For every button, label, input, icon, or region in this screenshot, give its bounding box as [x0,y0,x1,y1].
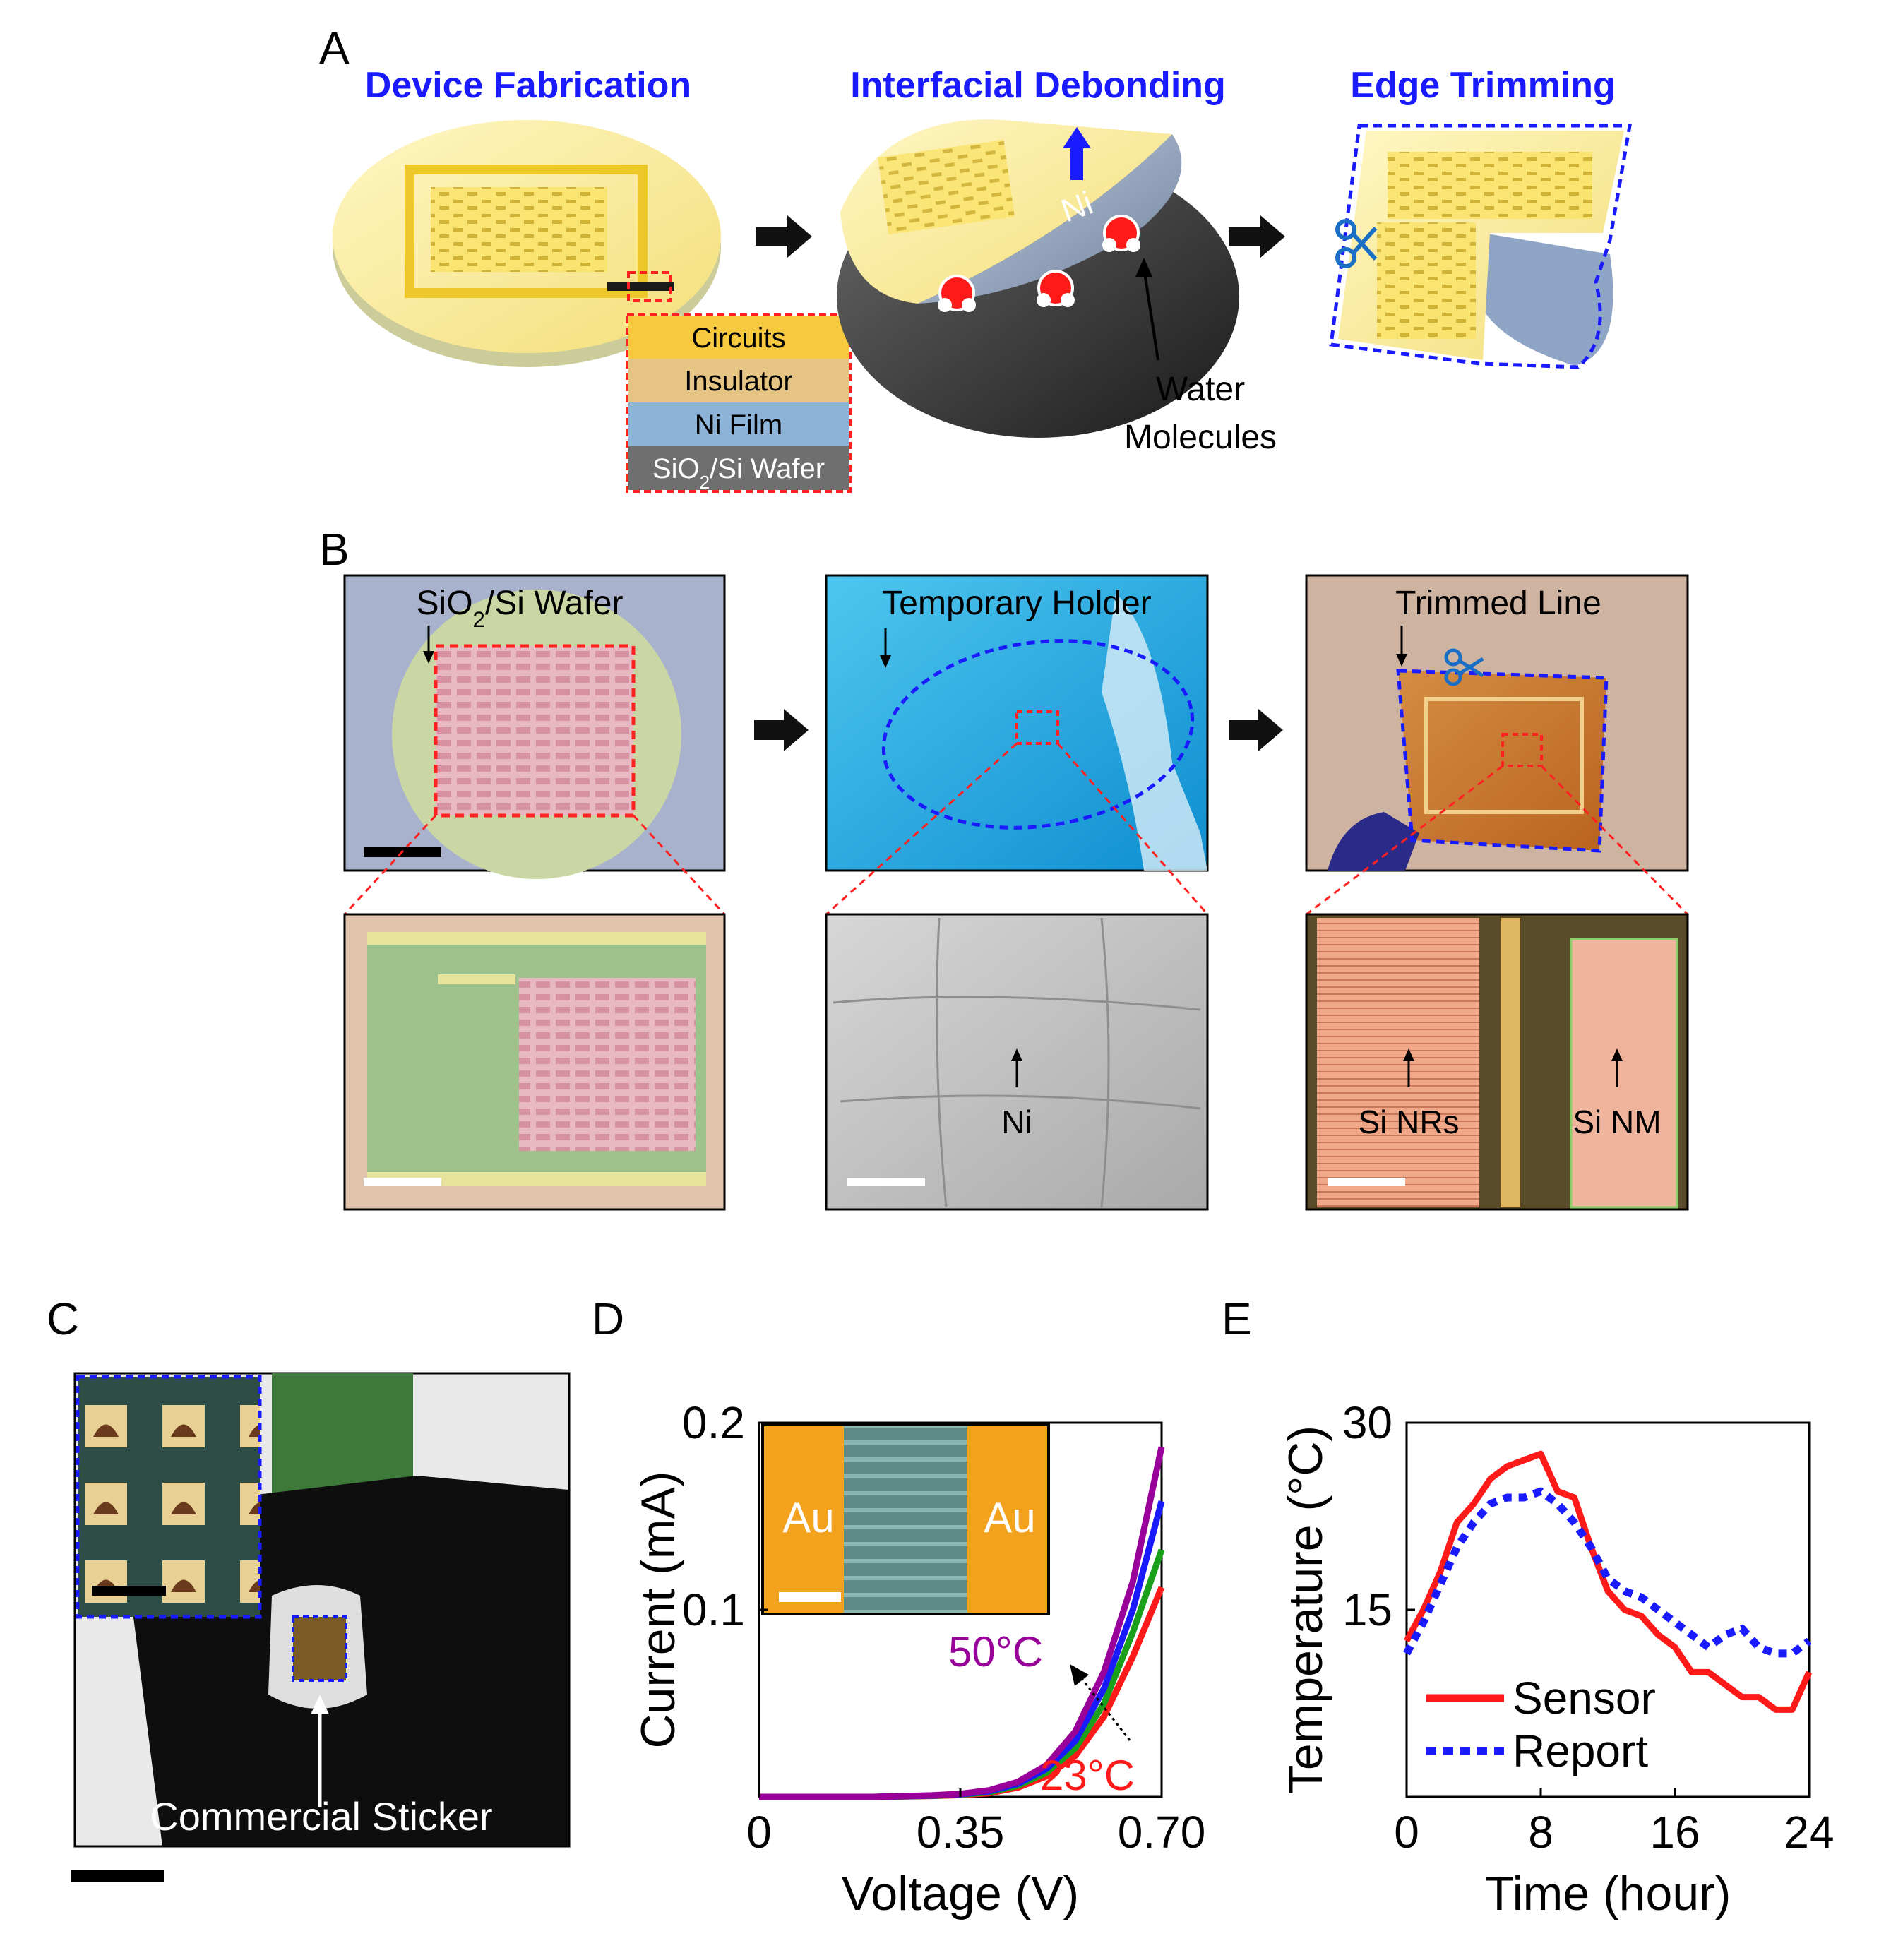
inset-label-au-right: Au [984,1494,1035,1541]
layer-insulator [628,359,849,402]
x-tick-label: 0 [746,1807,772,1858]
layer-wafer [628,446,849,490]
scissors-icon [1335,219,1378,268]
series-line-sensor [1404,1450,1813,1713]
inset-au-channel: Au Au [761,1423,1050,1615]
panel-letter-b: B [319,524,350,575]
step-title-device-fabrication: Device Fabrication [365,65,691,106]
panel-letter-c: C [47,1293,79,1344]
scale-bar [847,1178,925,1186]
scale-bar [71,1870,164,1882]
y-tick-label: 0.2 [682,1397,745,1448]
zoom-lines [343,742,1689,916]
water-molecule-icon [938,275,976,312]
photo-temporary-holder [825,574,1209,872]
process-arrow [1229,709,1283,751]
photo-sio2-wafer [343,574,726,879]
water-label-line-1: Water [1156,371,1245,408]
x-tick-label: 0.70 [1118,1807,1206,1858]
step-title-interfacial-debonding: Interfacial Debonding [850,65,1226,106]
pointer-head [1011,1048,1022,1061]
water-label-line-2: Molecules [1124,419,1277,456]
inset-label-au-left: Au [782,1494,834,1541]
water-pointer-line [1143,268,1159,361]
micrograph-si-nanostructures [1305,913,1689,1211]
x-axis-label: Time (hour) [1485,1867,1731,1920]
photo-cactus-pot [73,1372,571,1848]
pointer-head [880,655,891,668]
micrograph-circuit [343,913,726,1211]
pointer-head [311,1695,329,1714]
temp-label-50c: 50°C [948,1628,1043,1675]
scale-bar [92,1586,166,1596]
panel-letter-e: E [1222,1293,1252,1344]
y-axis-label: Temperature (°C) [1279,1426,1332,1794]
label-trimmed-line: Trimmed Line [1395,585,1601,622]
label-si-nm: Si NM [1573,1104,1661,1140]
label-ni: Ni [1001,1104,1032,1140]
x-tick-label: 24 [1784,1807,1834,1858]
water-molecule-icon [1037,270,1075,307]
series-line-report [1403,1487,1812,1658]
trimmed-film-illustration [1329,124,1632,369]
layer-label-circuits: Circuits [691,323,785,354]
temp-trend-arrow-head [1070,1664,1089,1686]
layer-label-insulator: Insulator [684,366,792,397]
scissors-icon [1444,648,1484,686]
layer-circuits [628,316,849,359]
layer-ni-film [628,402,849,446]
y-tick-label: 0.1 [682,1584,745,1635]
label-temporary-holder: Temporary Holder [882,585,1151,622]
step-title-edge-trimming: Edge Trimming [1350,65,1616,106]
process-arrow [754,709,809,751]
layer-stack: Circuits Insulator Ni Film SiO2/Si Wafer [626,313,852,493]
pointer-head [1396,654,1407,667]
x-tick-label: 0.35 [917,1807,1005,1858]
temp-trend-line [1079,1676,1131,1741]
fabricated-wafer-illustration [333,120,721,367]
pointer-head [1403,1048,1414,1061]
label-si-nrs: Si NRs [1358,1104,1459,1140]
panel-letter-d: D [592,1293,624,1344]
temp-label-23c: 23°C [1040,1752,1135,1799]
label-sio2-si-wafer: SiO2/Si Wafer [417,585,624,632]
water-molecule-icon [1102,215,1140,252]
micrograph-ni [825,913,1209,1211]
scale-bar [1328,1178,1405,1186]
layer-label-ni-film: Ni Film [695,410,782,441]
scale-bar [779,1592,841,1602]
y-axis-label: Current (mA) [631,1471,685,1749]
y-tick-label: 30 [1342,1397,1392,1448]
process-arrow [1229,215,1285,258]
panel-letter-a: A [319,23,350,73]
x-axis-label: Voltage (V) [842,1867,1079,1920]
x-tick-label: 0 [1394,1807,1419,1858]
cross-section-highlight-box [627,271,672,302]
pointer-head [1611,1048,1623,1061]
legend-label: Sensor [1513,1673,1656,1723]
x-tick-label: 8 [1528,1807,1553,1858]
legend-label: Report [1513,1726,1648,1776]
series-line-3 [759,1446,1165,1800]
scale-bar [364,1178,441,1186]
process-arrow [756,215,812,258]
photo-trimmed-line [1305,574,1689,872]
label-commercial-sticker: Commercial Sticker [150,1794,492,1839]
pointer-head [423,651,434,664]
water-pointer-head [1135,258,1152,277]
lift-arrow-icon [1063,127,1091,180]
layer-label-wafer: SiO2/Si Wafer [652,453,825,493]
layer-stack-outline [626,313,852,493]
x-tick-label: 16 [1650,1807,1700,1858]
y-tick-label: 15 [1342,1584,1392,1635]
